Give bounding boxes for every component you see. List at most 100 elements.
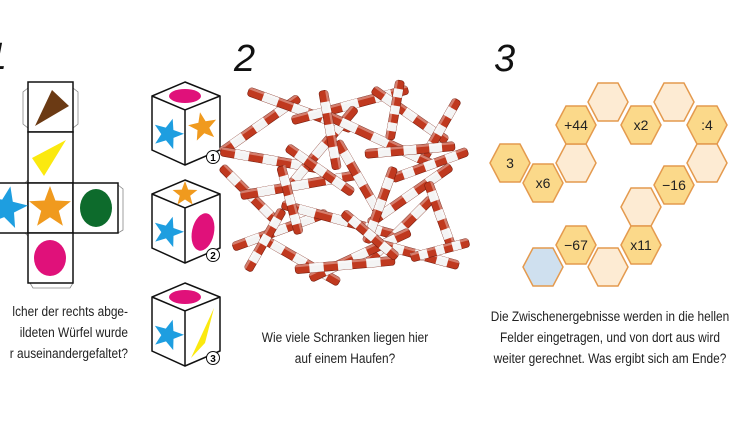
hexagon <box>587 82 629 122</box>
barrier-pole <box>385 79 405 141</box>
white-stripe <box>269 240 286 255</box>
white-stripe <box>244 233 262 247</box>
option-number: 3 <box>210 354 216 365</box>
white-stripe <box>258 233 272 247</box>
highlight <box>282 165 304 234</box>
white-stripe <box>257 185 276 197</box>
highlight <box>288 143 356 192</box>
cube-edges <box>151 296 221 366</box>
white-stripe <box>378 241 393 255</box>
white-stripe <box>331 176 346 191</box>
hexagon <box>522 247 564 287</box>
white-stripe <box>261 92 280 107</box>
white-stripe <box>402 107 418 123</box>
barrier-pole <box>218 94 301 156</box>
highlight <box>429 180 457 248</box>
barrier-pole <box>390 147 469 183</box>
white-stripe <box>337 259 353 271</box>
white-stripe <box>339 117 359 134</box>
barrier-pole <box>243 207 286 272</box>
highlight <box>294 256 395 268</box>
option-number: 2 <box>210 251 216 262</box>
hex-cell <box>587 247 629 287</box>
white-stripe <box>347 215 362 229</box>
highlight <box>390 147 467 177</box>
hex-cell: −16 <box>653 165 695 205</box>
white-stripe <box>290 179 310 191</box>
hex-cell: −67 <box>555 225 597 265</box>
hexagon <box>489 143 531 183</box>
hex-label: −16 <box>662 177 686 193</box>
brown-triangle <box>35 90 69 126</box>
barrier-pole <box>220 146 321 173</box>
highlight <box>281 104 354 191</box>
white-stripe <box>435 255 449 267</box>
orange-star <box>188 112 217 141</box>
white-stripe <box>350 247 370 263</box>
hex-cell: 3 <box>489 143 531 183</box>
white-stripe <box>443 106 457 120</box>
white-stripe <box>307 107 327 121</box>
hex-cell <box>686 143 728 183</box>
barrier-pole <box>259 233 342 286</box>
white-stripe <box>258 203 274 219</box>
cube-edges <box>151 193 221 263</box>
white-stripe <box>377 147 392 158</box>
highlight <box>231 208 327 246</box>
white-stripe <box>324 123 336 137</box>
hex-cell: x11 <box>620 225 662 265</box>
blue-star <box>154 216 184 248</box>
barrier-pole <box>285 143 356 196</box>
question-line: weiter gerechnet. Was ergibt sich am End… <box>493 351 727 366</box>
white-stripe <box>440 227 453 241</box>
magenta-circle <box>191 213 215 251</box>
hexagon <box>620 187 662 227</box>
magenta-circle <box>169 89 201 103</box>
white-stripe <box>392 88 404 99</box>
highlight <box>221 146 321 167</box>
puzzle-2-number: 2 <box>234 38 256 80</box>
cube-edges <box>151 95 221 165</box>
question-line: ildeten Würfel wurde <box>19 325 128 340</box>
white-stripe <box>403 144 417 156</box>
white-stripe <box>320 101 332 114</box>
white-stripe <box>434 244 446 256</box>
yellow-triangle <box>191 308 214 358</box>
option-number: 1 <box>210 153 216 164</box>
question-line: Die Zwischenergebnisse werden in die hel… <box>490 309 730 324</box>
white-stripe <box>291 165 309 183</box>
highlight <box>366 162 450 223</box>
highlight <box>362 165 392 242</box>
hexagon <box>620 225 662 265</box>
hex-label: x11 <box>630 237 652 253</box>
white-stripe <box>292 252 308 268</box>
white-stripe <box>451 240 462 252</box>
hex-label: +44 <box>564 117 588 133</box>
hexagon <box>522 163 564 203</box>
question-line: Felder eingetragen, und von dort aus wir… <box>500 330 720 345</box>
barrier-pole <box>364 141 456 159</box>
white-stripe <box>427 189 440 203</box>
hex-cell: x2 <box>620 105 662 145</box>
puzzle-3-number: 3 <box>494 38 516 80</box>
hex-label: −67 <box>564 237 588 253</box>
hex-cell <box>620 187 662 227</box>
barrier-pole <box>424 180 457 249</box>
blue-star <box>154 319 184 351</box>
white-stripe <box>309 262 325 273</box>
white-stripe <box>340 149 355 166</box>
white-stripe <box>248 250 262 264</box>
hex-cell <box>522 247 564 287</box>
white-stripe <box>433 123 447 137</box>
question-line: Wie viele Schranken liegen hier <box>261 330 429 345</box>
hexagon <box>555 105 597 145</box>
white-stripe <box>444 150 459 164</box>
hex-cell <box>587 82 629 122</box>
barrier-pole <box>276 165 304 235</box>
orange-star <box>172 181 198 205</box>
hex-cell <box>555 143 597 183</box>
white-stripe <box>312 163 328 177</box>
hex-cell <box>653 82 695 122</box>
